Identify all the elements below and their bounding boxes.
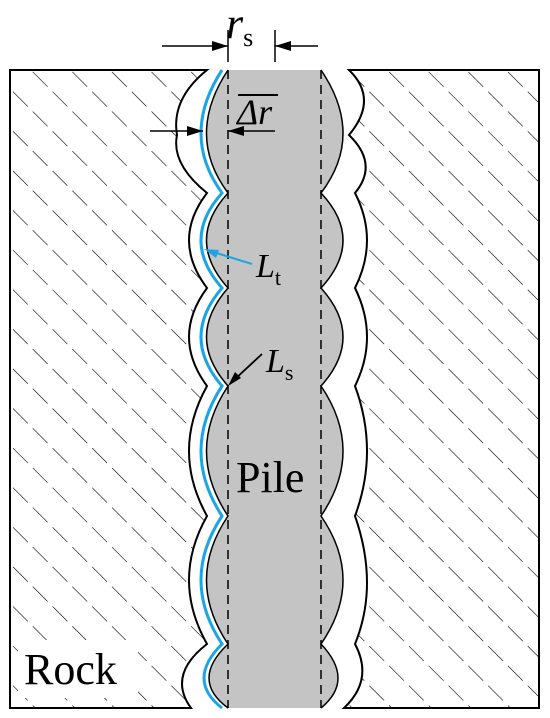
rock-label: Rock — [24, 645, 117, 694]
dr-label: Δr — [235, 92, 273, 132]
ls-label: Ls — [265, 343, 293, 385]
rock-label-background — [18, 640, 138, 698]
lt-arrow — [204, 249, 253, 265]
pile-boundary-left — [205, 69, 230, 709]
rs-label: rs — [226, 0, 253, 52]
rock-right — [341, 69, 540, 709]
dr-dimension — [150, 94, 278, 136]
pile-body — [228, 70, 343, 708]
lt-label: Lt — [255, 248, 281, 290]
ls-arrow — [228, 353, 263, 386]
rock-left — [9, 69, 210, 709]
contact-line-blue — [199, 69, 224, 710]
rs-dimension — [162, 30, 318, 62]
pile-label: Pile — [236, 453, 304, 502]
